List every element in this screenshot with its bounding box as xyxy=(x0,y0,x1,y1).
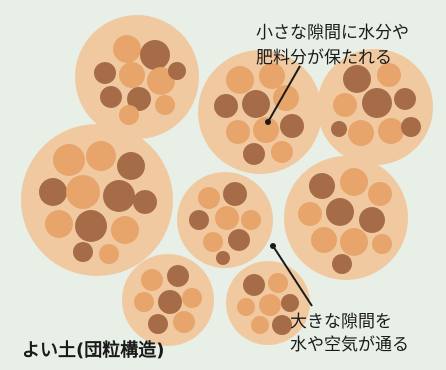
soil-particle-1-6 xyxy=(100,86,122,108)
soil-particle-5-2 xyxy=(223,182,247,206)
soil-particle-5-7 xyxy=(228,229,250,251)
soil-particle-7-3 xyxy=(134,292,154,312)
small-gap-pointer-dot xyxy=(265,119,271,125)
soil-particle-6-2 xyxy=(340,168,368,196)
soil-particle-3-7 xyxy=(378,118,404,144)
soil-particle-7-1 xyxy=(141,269,163,291)
soil-particle-4-1 xyxy=(53,144,85,176)
soil-particle-6-10 xyxy=(332,254,352,274)
soil-particle-1-2 xyxy=(140,40,170,70)
soil-particle-3-4 xyxy=(362,88,392,118)
soil-particle-1-9 xyxy=(119,105,139,125)
soil-particle-3-5 xyxy=(394,88,416,110)
soil-particle-8-7 xyxy=(272,315,292,335)
soil-particle-4-4 xyxy=(39,178,67,206)
soil-particle-5-6 xyxy=(203,232,223,252)
soil-particle-7-5 xyxy=(182,288,202,308)
soil-particle-1-4 xyxy=(119,62,145,88)
soil-particle-3-6 xyxy=(348,120,374,146)
soil-particle-5-3 xyxy=(189,210,209,230)
soil-particle-4-10 xyxy=(111,216,139,244)
soil-particle-2-9 xyxy=(243,143,265,165)
soil-particle-4-9 xyxy=(75,210,107,242)
soil-particle-4-5 xyxy=(66,175,100,209)
soil-particle-2-10 xyxy=(271,141,293,163)
soil-particle-5-4 xyxy=(215,206,239,230)
soil-particle-7-7 xyxy=(173,311,195,333)
soil-particle-7-2 xyxy=(167,265,189,287)
soil-particle-8-1 xyxy=(243,274,265,296)
soil-particle-5-5 xyxy=(241,210,261,230)
soil-particle-2-4 xyxy=(242,90,270,118)
soil-particle-6-8 xyxy=(340,228,368,256)
large-gap-note-line-1: 大きな隙間を xyxy=(290,312,392,333)
soil-particle-4-8 xyxy=(45,210,73,238)
diagram-caption: よい土(団粒構造) xyxy=(22,340,164,361)
soil-particle-1-8 xyxy=(155,95,175,115)
soil-particle-6-5 xyxy=(326,198,354,226)
soil-particle-6-1 xyxy=(309,173,335,199)
soil-particle-7-6 xyxy=(148,314,168,334)
soil-particle-4-12 xyxy=(99,244,119,264)
soil-particle-1-1 xyxy=(113,35,141,63)
soil-particle-6-4 xyxy=(298,202,322,226)
soil-particle-3-1 xyxy=(343,65,371,93)
soil-particle-6-9 xyxy=(372,234,392,254)
soil-particle-8-5 xyxy=(281,294,299,312)
small-gap-note-line-1: 小さな隙間に水分や xyxy=(256,23,409,44)
soil-particle-5-1 xyxy=(198,187,220,209)
soil-particle-6-3 xyxy=(368,182,392,206)
soil-particle-3-9 xyxy=(331,121,347,137)
soil-particle-1-10 xyxy=(168,62,186,80)
large-gap-note-line-2: 水や空気が通る xyxy=(290,335,409,356)
soil-particle-3-8 xyxy=(401,117,421,137)
soil-particle-6-6 xyxy=(359,207,385,233)
soil-particle-3-3 xyxy=(333,93,357,117)
large-gap-pointer-dot xyxy=(270,243,276,249)
soil-particle-5-8 xyxy=(216,251,230,265)
soil-particle-8-2 xyxy=(268,273,288,293)
soil-particle-4-3 xyxy=(117,152,145,180)
soil-particle-2-1 xyxy=(226,66,254,94)
soil-particle-8-3 xyxy=(237,298,255,316)
soil-particle-2-3 xyxy=(214,94,238,118)
soil-particle-4-6 xyxy=(103,180,135,212)
soil-particle-4-11 xyxy=(73,242,93,262)
soil-particle-6-7 xyxy=(311,227,337,253)
soil-particle-2-8 xyxy=(280,114,304,138)
soil-particle-8-4 xyxy=(259,294,281,316)
small-gap-note-line-2: 肥料分が保たれる xyxy=(256,48,392,69)
soil-particle-8-6 xyxy=(251,316,269,334)
soil-particle-4-2 xyxy=(86,141,116,171)
soil-particle-4-7 xyxy=(133,190,157,214)
soil-particle-2-6 xyxy=(226,120,250,144)
soil-particle-1-3 xyxy=(94,62,116,84)
soil-particle-7-4 xyxy=(158,290,182,314)
